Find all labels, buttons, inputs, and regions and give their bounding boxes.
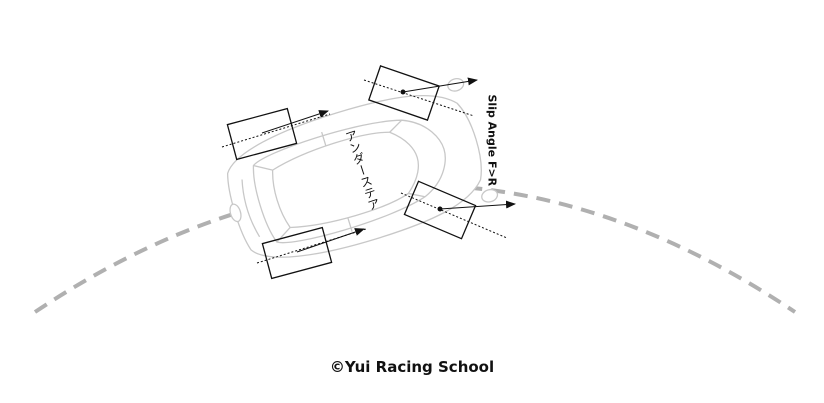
car-body — [226, 78, 499, 258]
tire-heading-line-front-right — [400, 192, 508, 239]
tire-heading-line-rear-right — [256, 228, 367, 264]
tire-center-front-right — [437, 206, 443, 212]
tire-rear-right — [261, 226, 333, 280]
velocity-arrow-rear-left — [261, 110, 329, 134]
copyright-text: ©Yui Racing School — [329, 358, 495, 376]
velocity-arrow-rear-right — [296, 228, 365, 253]
track-arc — [33, 183, 797, 314]
velocity-arrow-front-right — [439, 200, 516, 210]
tire-heading-line-front-left — [363, 79, 475, 117]
tire-center-front-left — [400, 89, 406, 95]
tire-heading-line-rear-left — [221, 113, 331, 148]
slip-angle-label: Slip Angle F>R — [485, 94, 499, 187]
velocity-arrow-front-left — [402, 77, 478, 93]
